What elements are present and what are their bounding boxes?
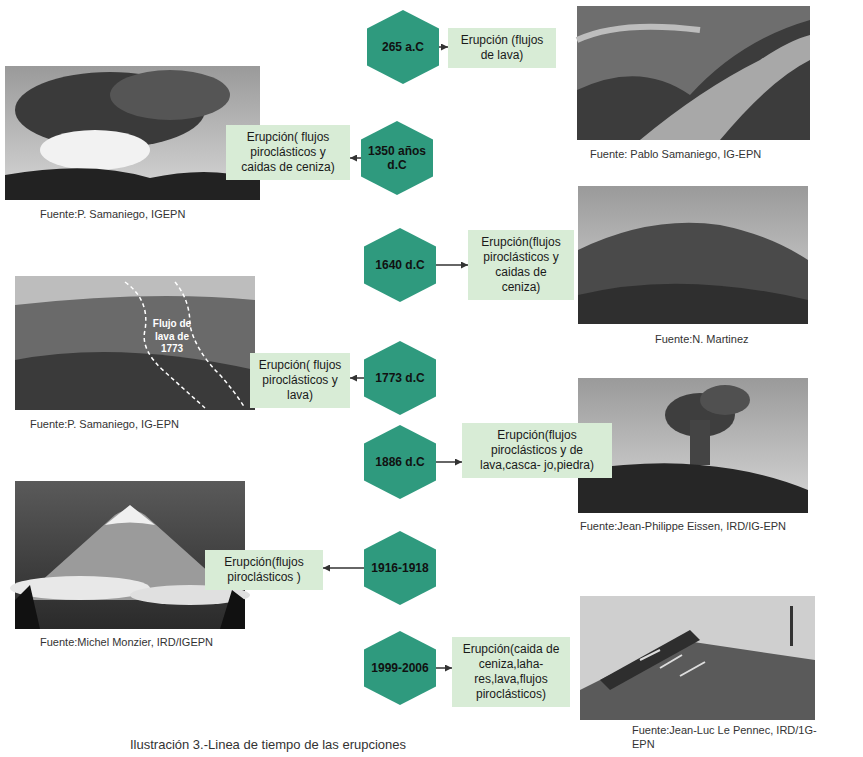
- event-text: Erupción(caida de ceniza,laha- res,lava,…: [459, 642, 563, 702]
- timeline-arrow: [350, 157, 361, 159]
- year-label: 265 a.C: [378, 40, 428, 54]
- photo-lava-flow-1773: [15, 276, 255, 410]
- photo-ash-plume: [578, 378, 808, 513]
- timeline-arrow: [439, 46, 448, 48]
- event-box: Erupción(flujos piroclásticos y caidas d…: [468, 230, 574, 300]
- year-hexagon: 1773 d.C: [364, 341, 436, 415]
- timeline-arrow: [323, 567, 364, 569]
- photo-credit: Fuente:P. Samaniego, IG-EPN: [30, 418, 179, 432]
- photo-annotation: Flujo de lava de 1773: [150, 318, 194, 356]
- photo-damaged-roof: [580, 596, 815, 720]
- year-hexagon: 1886 d.C: [364, 425, 436, 499]
- event-text: Erupción( flujos piroclásticos y caidas …: [233, 130, 343, 175]
- hexagon-fill: [364, 631, 436, 705]
- year-label: 1999-2006: [367, 661, 432, 675]
- event-box: Erupción (flujos de lava): [448, 28, 556, 68]
- event-text: Erupción(flujos piroclásticos y caidas d…: [475, 235, 567, 295]
- year-hexagon: 265 a.C: [367, 10, 439, 84]
- year-label: 1773 d.C: [371, 371, 428, 385]
- year-hexagon: 1640 d.C: [364, 228, 436, 302]
- event-box: Erupción( flujos piroclásticos y caidas …: [226, 125, 350, 180]
- year-hexagon: 1916-1918: [364, 531, 436, 605]
- event-box: Erupción(flujos piroclásticos y de lava,…: [462, 423, 612, 478]
- timeline-arrow: [436, 461, 462, 463]
- year-hexagon: 1999-2006: [364, 631, 436, 705]
- photo-credit: Fuente:Jean-Philippe Eissen, IRD/IG-EPN: [580, 520, 786, 534]
- year-hexagon: 1350 años d.C: [361, 121, 433, 195]
- event-box: Erupción( flujos piroclásticos y lava): [250, 353, 350, 408]
- event-text: Erupción (flujos de lava): [455, 33, 549, 63]
- event-box: Erupción(flujos piroclásticos ): [205, 550, 323, 590]
- year-label: 1916-1918: [367, 561, 432, 575]
- photo-credit: Fuente:Jean-Luc Le Pennec, IRD/1G-EPN: [632, 724, 822, 752]
- photo-eruption-column: [5, 66, 260, 200]
- year-label: 1350 años d.C: [361, 144, 433, 173]
- figure-caption: Ilustración 3.-Linea de tiempo de las er…: [130, 737, 406, 752]
- year-label: 1640 d.C: [371, 258, 428, 272]
- hexagon-fill: [364, 425, 436, 499]
- timeline-arrow: [350, 377, 364, 379]
- hexagon-fill: [367, 10, 439, 84]
- hexagon-fill: [364, 341, 436, 415]
- photo-volcano-slope: [578, 186, 808, 324]
- photo-lava-slope: [577, 6, 810, 140]
- hexagon-fill: [364, 531, 436, 605]
- event-text: Erupción( flujos piroclásticos y lava): [257, 358, 343, 403]
- photo-credit: Fuente:Michel Monzier, IRD/IGEPN: [40, 636, 213, 650]
- hexagon-fill: [364, 228, 436, 302]
- event-text: Erupción(flujos piroclásticos ): [212, 555, 316, 585]
- event-text: Erupción(flujos piroclásticos y de lava,…: [469, 428, 605, 473]
- photo-credit: Fuente:N. Martinez: [655, 333, 749, 347]
- event-box: Erupción(caida de ceniza,laha- res,lava,…: [452, 637, 570, 707]
- hexagon-fill: [361, 121, 433, 195]
- photo-credit: Fuente: Pablo Samaniego, IG-EPN: [590, 148, 761, 162]
- timeline-arrow: [436, 667, 452, 669]
- timeline-arrow: [436, 264, 468, 266]
- year-label: 1886 d.C: [371, 455, 428, 469]
- photo-credit: Fuente:P. Samaniego, IGEPN: [40, 208, 185, 222]
